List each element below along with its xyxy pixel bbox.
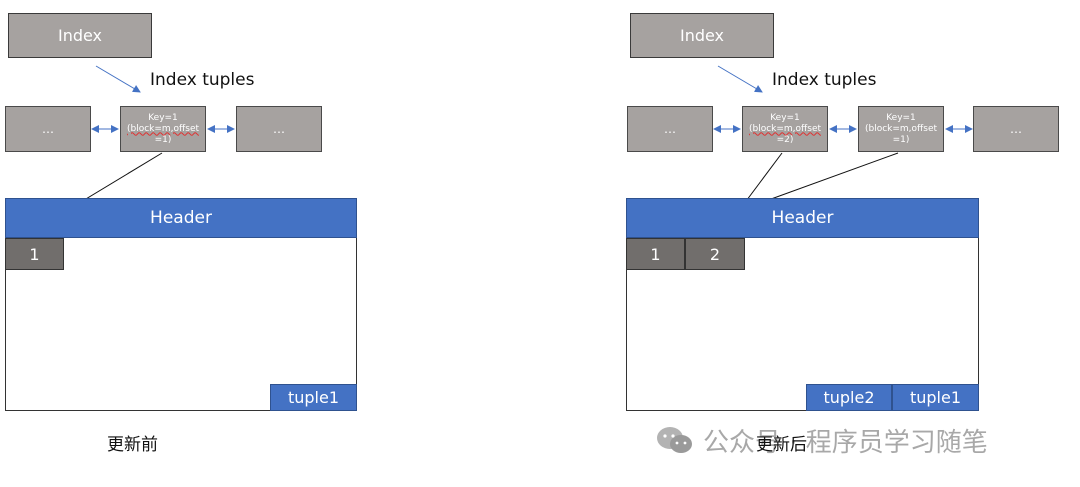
ellipsis-label: … [1010,122,1022,136]
line-pointer-1: 1 [626,238,685,270]
heap-tuple-1: tuple1 [270,384,357,411]
ellipsis-label: … [42,122,54,136]
index-tuple-left: … [627,106,713,152]
caption-before: 更新前 [107,435,158,455]
ellipsis-label: … [273,122,285,136]
header-label: Header [150,208,212,228]
line-pointer-2: 2 [685,238,745,270]
caption-after: 更新后 [756,435,807,455]
watermark-text: 公众号 · 程序员学习随笔 [703,428,988,458]
key-line3: =2) [776,134,794,145]
key-line3: =1) [892,134,910,145]
index-box: Index [630,13,774,58]
line-pointer-1: 1 [5,238,64,270]
key-line1: Key=1 [148,112,178,123]
index-label: Index [57,26,103,45]
key-line1: Key=1 [770,112,800,123]
page-header: Header [5,198,357,238]
before-update-panel: Index Index tuples … Key=1 (block=m,offs… [5,13,357,455]
index-tuple-key-new: Key=1 (block=m,offset =2) [742,106,828,152]
index-to-tuples-arrow [717,65,763,93]
index-tuple-right: … [236,106,322,152]
key-line2: (block=m,offset [126,123,200,134]
index-tuple-right: … [973,106,1059,152]
after-update-panel: Index Index tuples … Key=1 (block=m,offs… [622,0,1080,487]
tuple-label: tuple1 [287,388,340,407]
page-header: Header [626,198,979,238]
index-tuple-left: … [5,106,91,152]
key-line2: (block=m,offset [748,123,822,134]
header-label: Header [771,208,834,228]
index-label: Index [679,26,725,45]
key-line3: =1) [154,134,172,145]
wechat-icon [657,426,692,453]
watermark: 公众号 · 程序员学习随笔 [655,422,988,459]
key-line1: Key=1 [886,112,916,123]
heap-tuple-1: tuple1 [892,384,979,411]
tuple-label: tuple1 [909,388,962,407]
ellipsis-label: … [664,122,676,136]
key-line2: (block=m,offset [864,123,938,134]
tuple-label: tuple2 [823,388,875,407]
slot-label: 2 [709,244,721,264]
index-tuples-label: Index tuples [772,70,877,90]
index-tuple-key-old: Key=1 (block=m,offset =1) [858,106,944,152]
index-to-tuples-arrow [95,65,141,93]
index-tuples-label: Index tuples [150,70,255,90]
slot-label: 1 [650,244,661,264]
heap-tuple-2: tuple2 [806,384,892,411]
slot-label: 1 [29,244,40,264]
index-box: Index [8,13,152,58]
index-tuple-key: Key=1 (block=m,offset =1) [120,106,206,152]
